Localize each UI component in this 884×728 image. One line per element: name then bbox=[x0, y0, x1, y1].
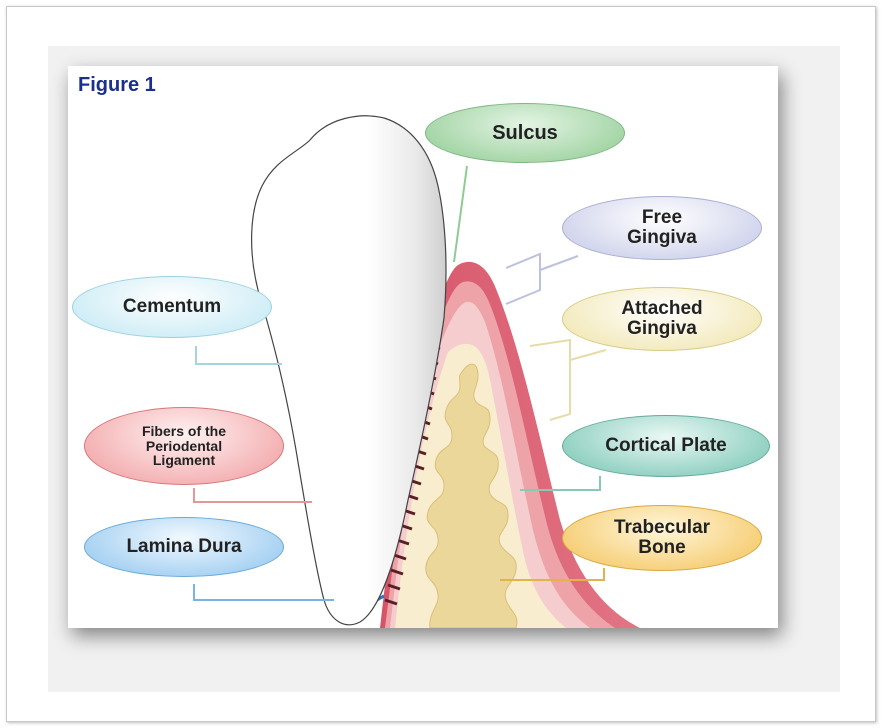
label-trabecular-bone-line1: Trabecular bbox=[614, 518, 710, 538]
label-free-gingiva-line1: Free bbox=[627, 208, 697, 228]
label-sulcus: Sulcus bbox=[425, 103, 625, 163]
label-attached-gingiva: Attached Gingiva bbox=[562, 287, 762, 351]
label-cementum-text: Cementum bbox=[123, 297, 221, 317]
free-gingiva-bracket bbox=[506, 254, 578, 304]
attached-gingiva-bracket bbox=[530, 340, 606, 420]
lamina-dura-leader bbox=[194, 584, 334, 600]
label-free-gingiva: Free Gingiva bbox=[562, 196, 762, 260]
label-fibers-line2: Periodental bbox=[142, 439, 226, 454]
cementum-leader bbox=[196, 346, 282, 364]
label-lamina-dura-text: Lamina Dura bbox=[126, 537, 241, 557]
fibers-leader bbox=[194, 488, 312, 502]
label-free-gingiva-line2: Gingiva bbox=[627, 228, 697, 248]
label-trabecular-bone: Trabecular Bone bbox=[562, 505, 762, 571]
label-attached-gingiva-line1: Attached bbox=[621, 299, 702, 319]
label-fibers-line1: Fibers of the bbox=[142, 424, 226, 439]
label-fibers-line3: Ligament bbox=[142, 453, 226, 468]
label-fibers-periodontal-ligament: Fibers of the Periodental Ligament bbox=[84, 407, 284, 485]
label-attached-gingiva-line2: Gingiva bbox=[621, 319, 702, 339]
label-trabecular-bone-line2: Bone bbox=[614, 538, 710, 558]
label-cortical-plate: Cortical Plate bbox=[562, 415, 770, 477]
label-cortical-plate-text: Cortical Plate bbox=[605, 436, 726, 456]
label-lamina-dura: Lamina Dura bbox=[84, 517, 284, 577]
sulcus-leader bbox=[454, 166, 467, 262]
label-cementum: Cementum bbox=[72, 276, 272, 338]
label-sulcus-text: Sulcus bbox=[492, 123, 558, 144]
